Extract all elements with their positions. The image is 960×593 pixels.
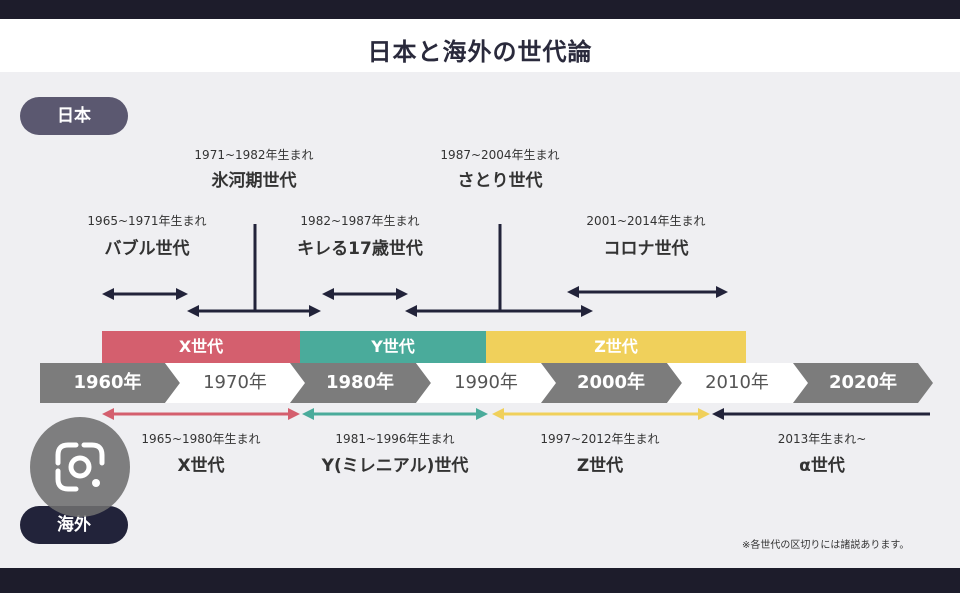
kireru-generation-years: 1982~1987年生まれ [300, 214, 420, 228]
y-generation-bar: Y世代 [300, 331, 486, 363]
bubble-generation-years: 1965~1971年生まれ [87, 214, 207, 228]
footnote: ※各世代の区切りには諸説あります。 [742, 540, 910, 551]
year-2010-label: 2010年 [705, 372, 769, 393]
z-generation-bar: Z世代 [486, 331, 746, 363]
timeline-segment-1980 [290, 363, 431, 403]
kireru-range-arrow [322, 288, 408, 300]
bottom-bar [0, 568, 960, 593]
bubble-range-arrow [102, 288, 188, 300]
timeline-segment-1970 [165, 363, 305, 403]
y-range-arrow [302, 408, 488, 420]
timeline-segment-2010 [667, 363, 808, 403]
alpha-range-arrow [712, 408, 930, 420]
google-lens-icon [55, 442, 105, 492]
ice-age-generation-name: 氷河期世代 [211, 171, 297, 191]
timeline-segment-1960 [40, 363, 180, 403]
alpha-generation-name: α世代 [799, 456, 845, 476]
x-generation-years: 1965~1980年生まれ [141, 432, 261, 446]
satori-generation-name: さとり世代 [457, 171, 543, 191]
z-generation-years: 1997~2012年生まれ [540, 432, 660, 446]
z-range-arrow [492, 408, 710, 420]
alpha-generation-years: 2013年生まれ~ [777, 432, 867, 446]
bubble-generation-name: バブル世代 [104, 239, 190, 259]
corona-generation-name: コロナ世代 [603, 239, 689, 259]
kireru-generation-name: キレる17歳世代 [297, 239, 423, 259]
corona-range-arrow [567, 286, 728, 298]
year-1960-label: 1960年 [73, 372, 142, 393]
google-lens-button[interactable] [30, 417, 130, 517]
year-1970-label: 1970年 [203, 372, 267, 393]
timeline-segment-1990 [416, 363, 556, 403]
x-range-arrow [102, 408, 300, 420]
corona-generation-years: 2001~2014年生まれ [586, 214, 706, 228]
satori-generation-years: 1987~2004年生まれ [440, 148, 560, 162]
satori-range-arrow [405, 305, 593, 317]
year-1980-label: 1980年 [325, 372, 395, 393]
z-generation-bar-label: Z世代 [594, 337, 638, 356]
timeline-segment-2020 [793, 363, 933, 403]
year-2020-label: 2020年 [828, 372, 898, 393]
ice-age-generation-years: 1971~1982年生まれ [194, 148, 314, 162]
title-bar [0, 19, 960, 72]
year-2000-label: 2000年 [576, 372, 646, 393]
year-1990-label: 1990年 [454, 372, 518, 393]
x-generation-name: X世代 [177, 456, 225, 476]
japan-section-label: 日本 [20, 97, 128, 135]
page-title: 日本と海外の世代論 [367, 38, 593, 66]
x-generation-bar-label: X世代 [178, 337, 224, 356]
y-generation-bar-label: Y世代 [371, 337, 415, 356]
y-generation-years: 1981~1996年生まれ [335, 432, 455, 446]
z-generation-name: Z世代 [576, 456, 624, 476]
x-generation-bar: X世代 [102, 331, 300, 363]
ice-age-range-arrow [187, 305, 321, 317]
y-generation-name: Y(ミレニアル)世代 [321, 456, 469, 476]
diagram-panel [0, 72, 960, 568]
timeline-segment-2000 [541, 363, 682, 403]
timeline [40, 363, 933, 403]
